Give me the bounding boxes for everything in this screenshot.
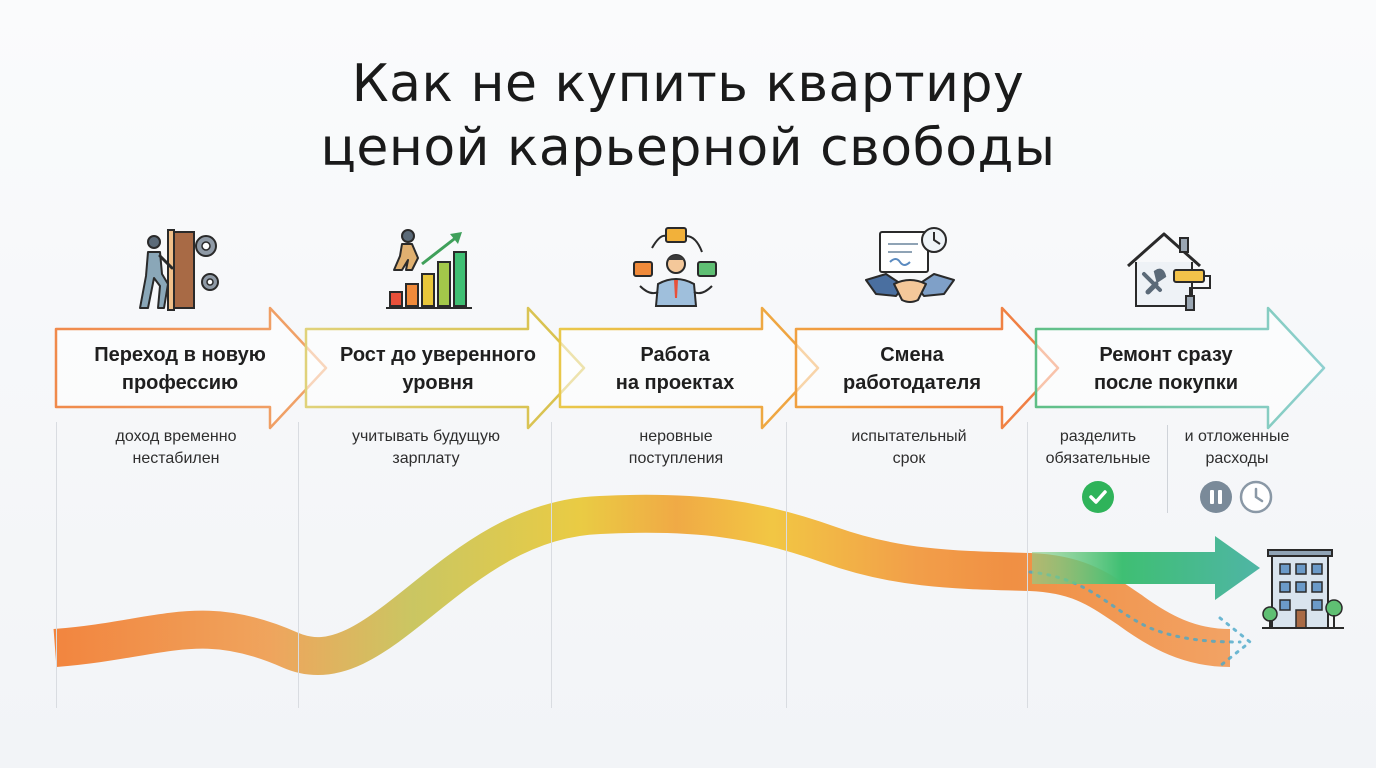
freelancer-projects-icon — [626, 222, 726, 312]
step-arrow-2 — [304, 306, 586, 430]
income-curve — [53, 494, 1231, 676]
column-divider — [786, 422, 787, 708]
column-divider — [1027, 422, 1028, 708]
career-growth-chart-icon — [378, 222, 478, 312]
house-renovation-icon — [1118, 224, 1218, 314]
mandatory-arrow — [1032, 536, 1260, 600]
title-line-2: ценой карьерной свободы — [320, 118, 1056, 178]
note-separator — [1167, 425, 1168, 513]
apartment-building-icon — [1262, 548, 1344, 632]
deferred-dotted-path — [1028, 570, 1242, 644]
column-divider — [56, 422, 57, 708]
title-line-1: Как не купить квартиру — [351, 54, 1025, 114]
step-arrow-1 — [54, 306, 328, 430]
pause-icon — [1199, 480, 1233, 514]
check-icon — [1081, 480, 1115, 514]
step-arrow-4 — [794, 306, 1060, 430]
handshake-contract-icon — [860, 222, 960, 312]
column-divider — [298, 422, 299, 708]
step-arrow-5 — [1034, 306, 1326, 430]
step-arrow-3 — [558, 306, 820, 430]
page-title: Как не купить квартиру ценой карьерной с… — [0, 52, 1376, 180]
clock-icon — [1239, 480, 1273, 514]
deferred-arrow-head — [1218, 616, 1253, 668]
column-divider — [551, 422, 552, 708]
person-exiting-door-icon — [130, 224, 230, 314]
